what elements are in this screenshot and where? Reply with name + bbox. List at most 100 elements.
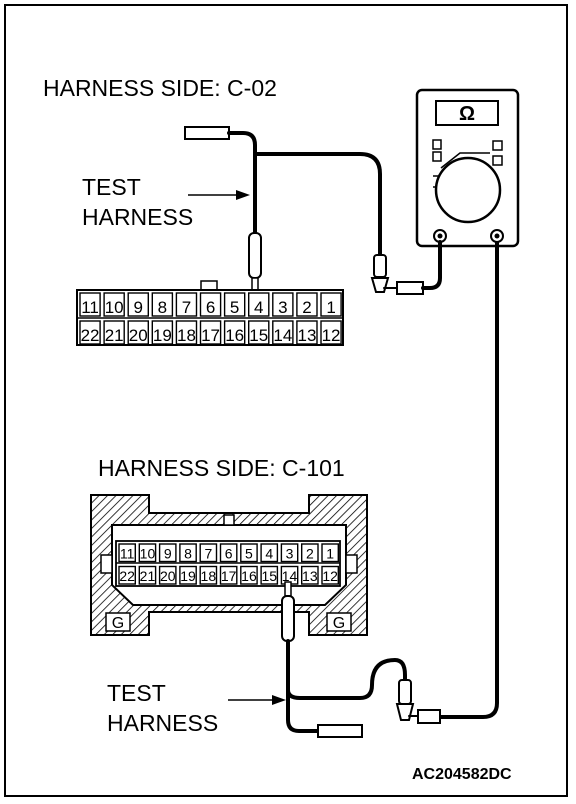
c101-pin-4: 4: [265, 546, 273, 562]
c101-cavity: [118, 543, 136, 563]
c02-pin-3: 3: [278, 298, 287, 317]
c02-cavity: [127, 292, 149, 317]
c101-cavity: [138, 543, 157, 563]
c02-cavity: [296, 292, 318, 317]
c101-cavity: [321, 543, 339, 563]
c02-pin-17: 17: [201, 326, 220, 345]
c101-cavity: [199, 543, 218, 563]
c101-pin-22: 22: [119, 568, 135, 584]
lower-test-harness: [281, 581, 441, 738]
c101-cavity: [240, 565, 258, 585]
c101-pin-14: 14: [282, 568, 298, 584]
c101-cavity: [301, 543, 319, 563]
c02-pin-22: 22: [81, 326, 100, 345]
c101-pin-2: 2: [306, 546, 314, 562]
arrow-upper: [188, 190, 250, 200]
c101-pin-16: 16: [241, 568, 257, 584]
c101-cavity: [118, 565, 136, 585]
c02-pin-18: 18: [177, 326, 196, 345]
harness-side-c101-label: HARNESS SIDE: C-101: [98, 455, 345, 481]
c101-cavity: [219, 565, 238, 585]
c02-cavity: [320, 320, 342, 345]
c02-pin-20: 20: [129, 326, 148, 345]
c02-cavity: [175, 320, 198, 345]
c02-pin-4: 4: [254, 298, 263, 317]
test-harness-line1: TEST: [107, 680, 166, 706]
c02-pin-5: 5: [230, 298, 239, 317]
c02-cavity: [79, 292, 101, 317]
c02-pin-14: 14: [273, 326, 292, 345]
c101-cavity: [179, 565, 197, 585]
ground-mark-right: G: [333, 615, 345, 632]
c02-pin-7: 7: [182, 298, 191, 317]
test-harness-line1: TEST: [82, 174, 141, 200]
c02-pin-12: 12: [322, 326, 341, 345]
rotary-dial: [434, 156, 502, 224]
c101-cavity: [301, 565, 319, 585]
c02-cavity: [175, 292, 198, 317]
c101-pin-15: 15: [261, 568, 277, 584]
c02-pin-11: 11: [81, 298, 99, 317]
upper-test-harness: [184, 126, 442, 295]
c02-pin-19: 19: [153, 326, 172, 345]
test-harness-line2: HARNESS: [82, 204, 194, 230]
c101-cavity: [158, 543, 177, 563]
arrow-lower: [228, 695, 286, 705]
c02-cavity: [79, 320, 101, 345]
c02-cavity: [199, 320, 222, 345]
c101-cavity: [199, 565, 218, 585]
c101-pin-1: 1: [326, 546, 334, 562]
c101-cavity: [179, 543, 197, 563]
c101-pin-8: 8: [184, 546, 192, 562]
c02-cavity: [272, 292, 294, 317]
c101-pin-17: 17: [221, 568, 237, 584]
c02-cavity: [103, 292, 125, 317]
ground-mark-left: G: [112, 615, 124, 632]
c101-cavity: [260, 543, 279, 563]
c02-cavity: [247, 320, 270, 345]
c02-pin-1: 1: [326, 298, 335, 317]
c02-cavity: [103, 320, 125, 345]
c101-pin-20: 20: [160, 568, 176, 584]
c02-pin-13: 13: [297, 326, 316, 345]
c101-cavity: [280, 543, 299, 563]
c02-cavity: [296, 320, 318, 345]
figure-frame: [4, 4, 568, 797]
c101-pin-3: 3: [286, 546, 294, 562]
c101-cavity: [158, 565, 177, 585]
c02-cavity: [151, 292, 174, 317]
c02-pin-10: 10: [105, 298, 124, 317]
c02-cavity: [272, 320, 294, 345]
c101-pin-6: 6: [225, 546, 233, 562]
c02-pin-9: 9: [134, 298, 143, 317]
c101-pin-13: 13: [302, 568, 318, 584]
c02-cavity: [127, 320, 149, 345]
test-harness-line2: HARNESS: [107, 710, 219, 736]
harness-side-c02-label: HARNESS SIDE: C-02: [43, 75, 277, 101]
meter-lead-lower: [440, 242, 499, 719]
c101-pin-10: 10: [140, 546, 156, 562]
c101-pin-9: 9: [164, 546, 172, 562]
figure-code: AC204582DC: [412, 766, 512, 783]
c101-pin-12: 12: [322, 568, 338, 584]
c02-pin-2: 2: [302, 298, 311, 317]
c02-pin-16: 16: [225, 326, 244, 345]
c101-pin-11: 11: [120, 546, 135, 562]
c02-cavity: [320, 292, 342, 317]
c02-cavity: [199, 292, 222, 317]
c101-cavity: [219, 543, 238, 563]
c101-pin-5: 5: [245, 546, 253, 562]
c02-cavity: [223, 292, 246, 317]
ohmmeter: Ω: [415, 88, 520, 248]
c101-pin-21: 21: [140, 568, 156, 584]
c02-cavity: [247, 292, 270, 317]
c101-cavity: [321, 565, 339, 585]
c02-cavity: [223, 320, 246, 345]
c101-pin-19: 19: [180, 568, 196, 584]
c101-pin-7: 7: [204, 546, 212, 562]
c02-pin-15: 15: [249, 326, 268, 345]
c101-cavity: [260, 565, 279, 585]
